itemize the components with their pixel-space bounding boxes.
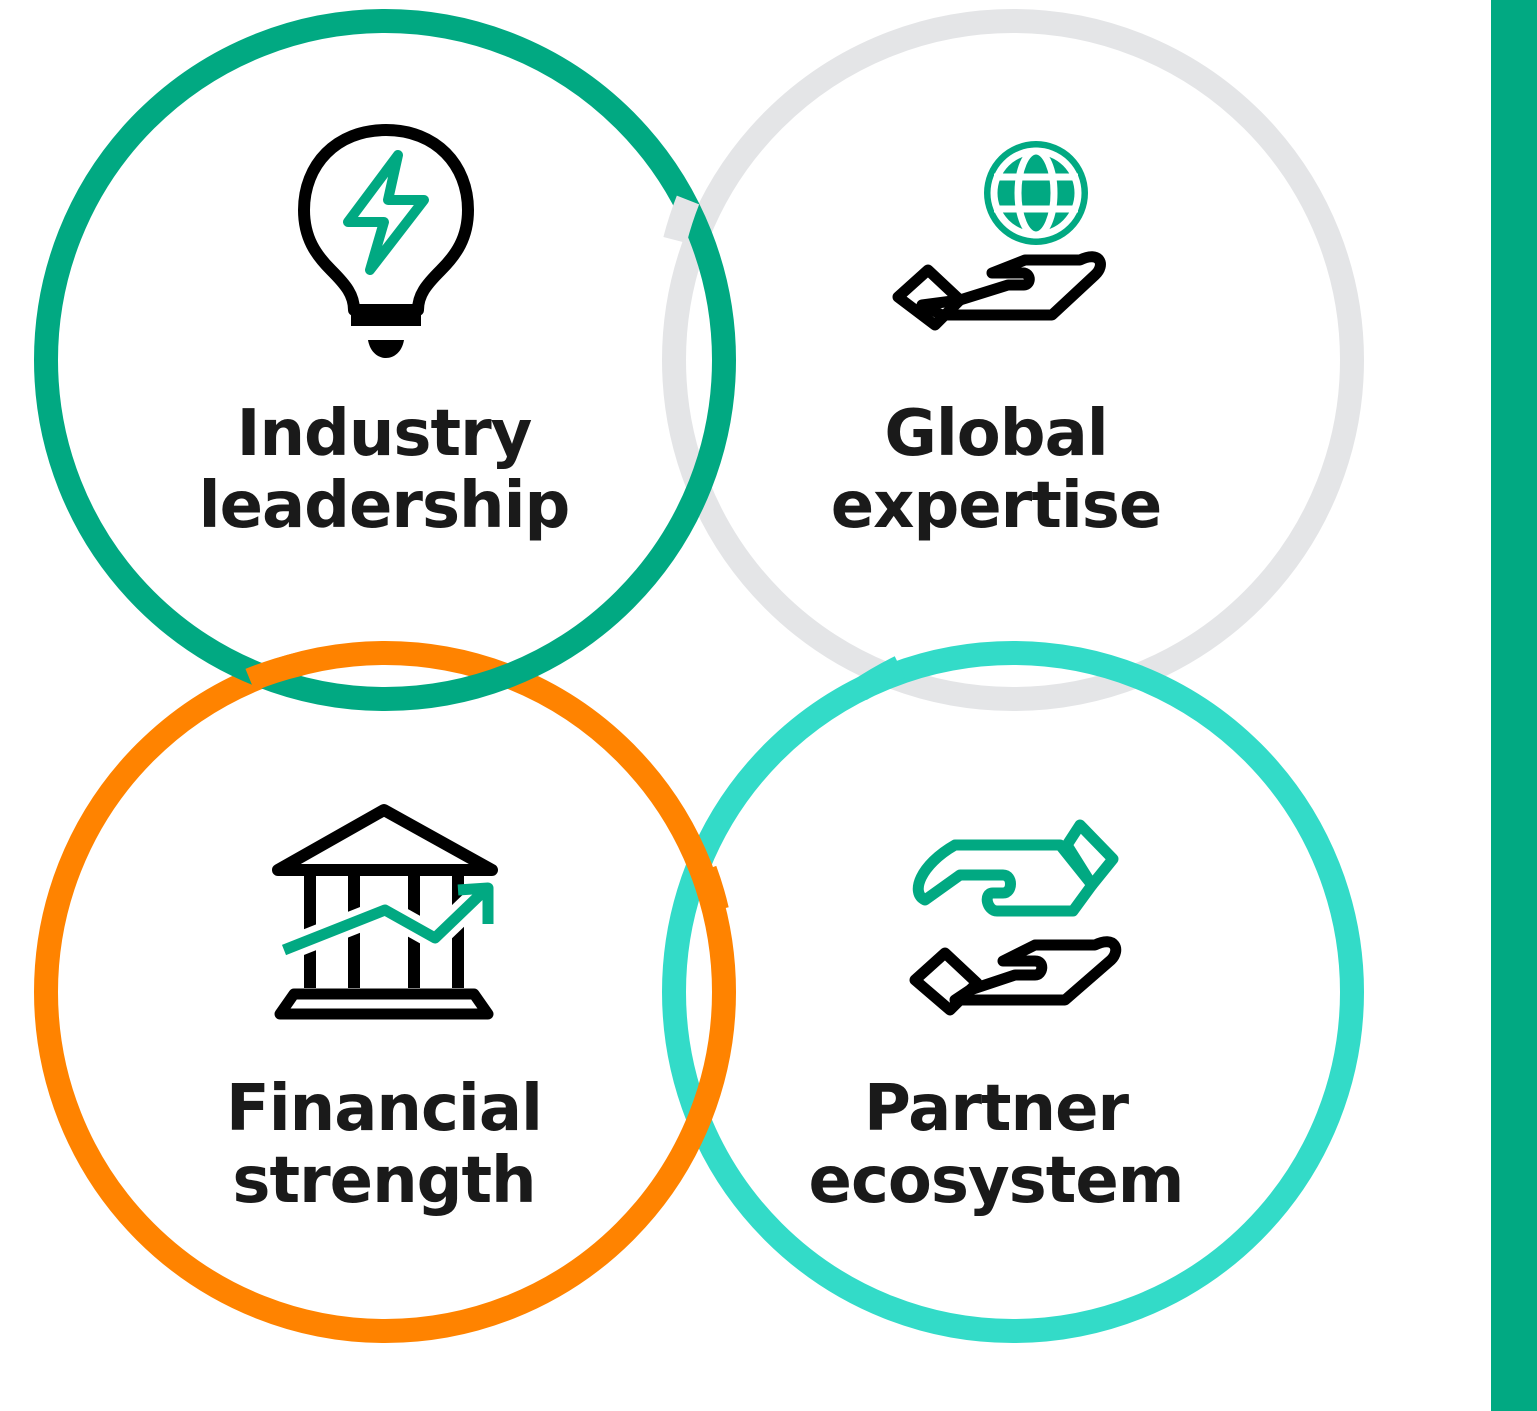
- weave-gray-over-green: [663, 195, 700, 244]
- bank-growth-icon: [272, 804, 498, 1020]
- weave-aqua-over-gray: [853, 656, 906, 701]
- label-line1: Global: [884, 397, 1108, 471]
- ring-global-expertise: [662, 9, 1364, 711]
- hands-icon: [909, 819, 1122, 1016]
- ring-partner-ecosystem: [662, 641, 1364, 1343]
- label-line1: Industry: [236, 397, 533, 471]
- label-line2: expertise: [830, 469, 1163, 543]
- label-line1: Partner: [863, 1072, 1129, 1146]
- weave-orange-over-green: [245, 652, 303, 692]
- label-line1: Financial: [226, 1072, 543, 1146]
- lightbulb-icon: [298, 124, 474, 358]
- label-global-expertise: Global expertise: [766, 398, 1226, 542]
- label-financial-strength: Financial strength: [154, 1073, 614, 1217]
- globe-in-hand-icon: [892, 141, 1106, 331]
- label-partner-ecosystem: Partner ecosystem: [766, 1073, 1226, 1217]
- ring-financial-strength: [34, 641, 736, 1343]
- weave-orange-over-aqua: [693, 865, 729, 913]
- label-line2: strength: [232, 1144, 536, 1218]
- ring-industry-leadership: [34, 9, 736, 711]
- label-line2: leadership: [198, 469, 571, 543]
- accent-bar: [1491, 0, 1537, 1411]
- label-line2: ecosystem: [808, 1144, 1185, 1218]
- label-industry-leadership: Industry leadership: [154, 398, 614, 542]
